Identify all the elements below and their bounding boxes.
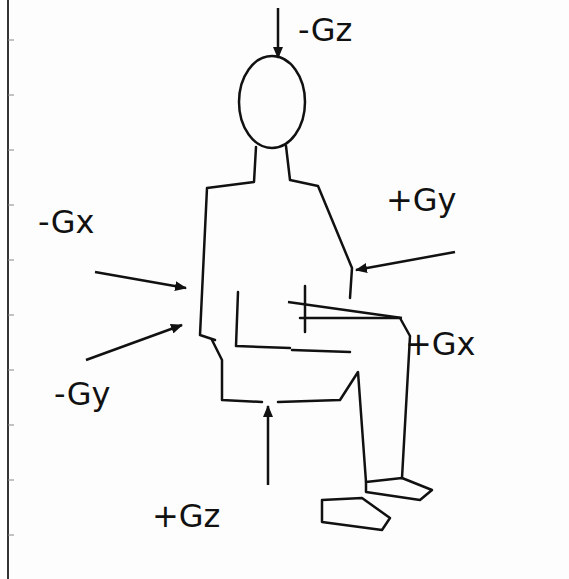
seat-front-leg (212, 340, 366, 482)
lap (292, 350, 350, 352)
force-label: -Gx (38, 206, 94, 238)
arm (286, 146, 352, 298)
force-label: +Gx (405, 328, 476, 360)
axis-line (288, 302, 402, 318)
graph-edge (8, 0, 14, 579)
hand (236, 292, 290, 348)
arrow (356, 252, 455, 270)
arrow (267, 406, 270, 485)
foot (366, 478, 432, 500)
arrow (95, 272, 186, 288)
torso-back (200, 147, 256, 340)
foot (322, 498, 390, 530)
force-label: -Gz (298, 14, 352, 46)
axis-origin (304, 286, 307, 332)
force-arrows (86, 8, 455, 485)
head (239, 56, 305, 148)
force-label: +Gy (386, 184, 457, 216)
thigh-rear-leg (300, 318, 410, 478)
force-label: -Gy (54, 378, 110, 410)
arrow (277, 8, 280, 58)
force-label: +Gz (152, 500, 220, 532)
arrow (86, 325, 182, 360)
